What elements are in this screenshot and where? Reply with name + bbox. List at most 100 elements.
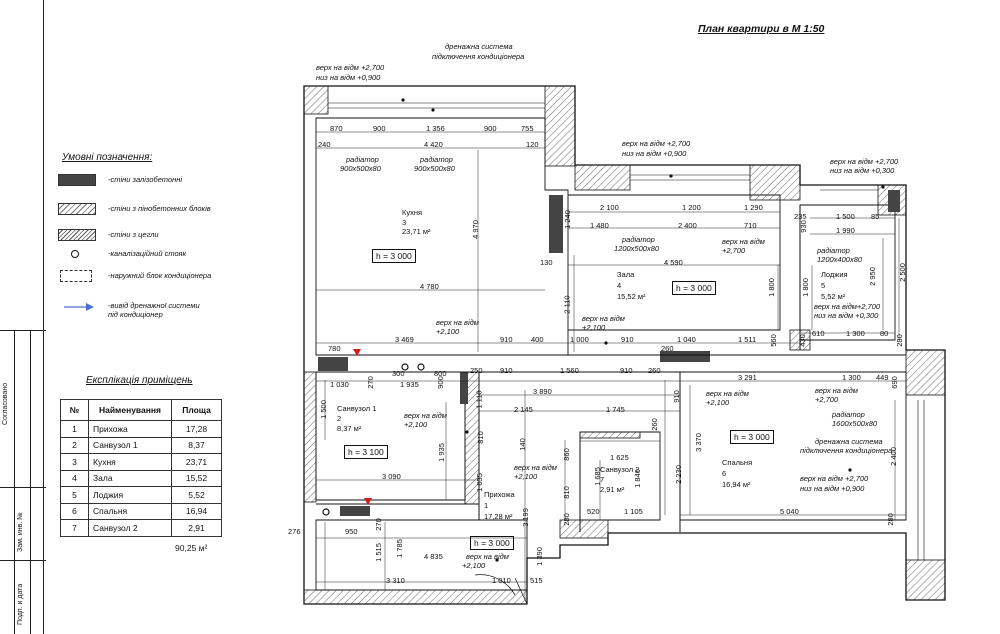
dimension-label: 1 290 bbox=[744, 203, 763, 212]
dimension-label: 1 040 bbox=[677, 335, 696, 344]
elevation-note: верх на відм +2,700 bbox=[622, 139, 691, 148]
dimension-label: 1 300 bbox=[846, 329, 865, 338]
dimension-label: 755 bbox=[521, 124, 534, 133]
dimension-label: 300 bbox=[392, 369, 405, 378]
radiator-note: 900х500х80 bbox=[340, 164, 381, 173]
elevation-note: +2,100 bbox=[462, 561, 486, 570]
dimension-label: 85 bbox=[871, 212, 880, 221]
elevation-note: верх на відм bbox=[706, 389, 749, 398]
dimension-label: 260 bbox=[649, 418, 659, 431]
room-number: 4 bbox=[617, 281, 622, 290]
elevation-note: низ на відм +0,900 bbox=[622, 149, 687, 158]
dimension-label: 1 840 bbox=[632, 469, 642, 488]
dimension-label: 1 625 bbox=[610, 453, 629, 462]
brick-wall-swatch bbox=[58, 229, 96, 241]
partitions bbox=[316, 205, 906, 532]
dimension-label: 1 785 bbox=[394, 539, 404, 558]
plan-title: План квартири в М 1:50 bbox=[698, 23, 825, 35]
ceiling-height: h = 3 000 bbox=[672, 281, 716, 295]
dimension-label: 3 090 bbox=[382, 472, 401, 481]
elevation-note: верх на відм bbox=[404, 411, 447, 420]
dimension-label: 2 400 bbox=[678, 221, 697, 230]
ceiling-height: h = 3 100 bbox=[344, 445, 388, 459]
dimension-label: 900 bbox=[373, 124, 386, 133]
room-number: 6 bbox=[722, 469, 727, 478]
stamp-divider bbox=[0, 330, 46, 331]
dimension-label: 276 bbox=[288, 527, 301, 536]
ceiling-height: h = 3 000 bbox=[470, 536, 514, 550]
dimension-label: 1 010 bbox=[492, 576, 511, 585]
sewer-risers bbox=[322, 363, 425, 516]
dimension-label: 810 bbox=[475, 431, 485, 444]
title-block-column: Согласовано Зам. инв. № Подп. и дата bbox=[0, 0, 46, 634]
room-name: Зала bbox=[617, 270, 635, 279]
dimension-label: 870 bbox=[330, 124, 343, 133]
dimension-label: 3 370 bbox=[693, 433, 703, 452]
dimension-label: 910 bbox=[671, 390, 681, 403]
dimension-label: 3 199 bbox=[520, 508, 530, 527]
elevation-note: +2,100 bbox=[706, 398, 730, 407]
stamp-divider bbox=[0, 560, 46, 561]
dimension-label: 430 bbox=[797, 334, 807, 347]
room-area: 17,28 м² bbox=[484, 512, 513, 521]
radiator-note: радіатор bbox=[622, 235, 655, 244]
dimension-label: 140 bbox=[517, 438, 527, 451]
radiator-note: радіатор bbox=[420, 155, 453, 164]
ceiling-height: h = 3 000 bbox=[730, 430, 774, 444]
dimension-label: 280 bbox=[561, 513, 571, 526]
elevation-note: верх на відм bbox=[815, 386, 858, 395]
dimension-label: 1 030 bbox=[330, 380, 349, 389]
dimension-label: 3 291 bbox=[738, 373, 757, 382]
elevation-note: верх на відм bbox=[722, 237, 765, 246]
elevation-note: верх на відм +2,700 bbox=[830, 157, 899, 166]
dimension-label: 2 145 bbox=[514, 405, 533, 414]
dimension-label: 5 040 bbox=[780, 507, 799, 516]
dimension-label: 1 800 bbox=[800, 278, 810, 297]
entrance-door bbox=[474, 574, 516, 596]
legend-title: Умовні позначення: bbox=[62, 152, 153, 163]
elevation-note: верх на відм bbox=[582, 314, 625, 323]
dimension-label: 2 100 bbox=[600, 203, 619, 212]
elevation-note: низ на відм +0,900 bbox=[800, 484, 865, 493]
dimension-label: 1 000 bbox=[570, 335, 589, 344]
dimension-label: 1 480 bbox=[590, 221, 609, 230]
dimension-label: 4 835 bbox=[424, 552, 443, 561]
dimension-label: 710 bbox=[744, 221, 757, 230]
elevation-note: верх на відм+2,700 bbox=[814, 302, 881, 311]
dimension-label: 1 935 bbox=[400, 380, 419, 389]
dimension-label: 690 bbox=[889, 376, 899, 389]
room-number: 3 bbox=[402, 218, 407, 227]
dimension-label: 900 bbox=[484, 124, 497, 133]
dimension-label: 1 515 bbox=[373, 543, 383, 562]
dimension-label: 2 500 bbox=[897, 263, 907, 282]
dimension-label: 3 469 bbox=[395, 335, 414, 344]
radiator-note: 1200х400х80 bbox=[817, 255, 863, 264]
room-area: 8,37 м² bbox=[337, 424, 362, 433]
dimension-label: 860 bbox=[561, 448, 571, 461]
elevation-note: +2,100 bbox=[514, 472, 538, 481]
dimension-label: 515 bbox=[530, 576, 543, 585]
room-name: Санвузол 1 bbox=[337, 404, 377, 413]
radiator-note: 900х500х80 bbox=[414, 164, 455, 173]
room-number: 5 bbox=[821, 281, 826, 290]
room-name: Кухня bbox=[402, 208, 423, 217]
dimension-label: 910 bbox=[500, 366, 513, 375]
dimension-label: 1 935 bbox=[436, 443, 446, 462]
dimension-label: 1 800 bbox=[766, 278, 776, 297]
dimension-label: 950 bbox=[345, 527, 358, 536]
dimension-label: 449 bbox=[876, 373, 889, 382]
radiator-note: радіатор bbox=[817, 246, 850, 255]
room-area: 16,94 м² bbox=[722, 480, 751, 489]
table-header-row: № Найменування Площа bbox=[60, 399, 222, 421]
dimension-label: 1 500 bbox=[836, 212, 855, 221]
dimension-label: 3 310 bbox=[386, 576, 405, 585]
room-area: 5,52 м² bbox=[821, 292, 846, 301]
dimension-label: 260 bbox=[661, 344, 674, 353]
room-number: 2 bbox=[337, 414, 342, 423]
foam-block-wall-swatch bbox=[58, 203, 96, 215]
